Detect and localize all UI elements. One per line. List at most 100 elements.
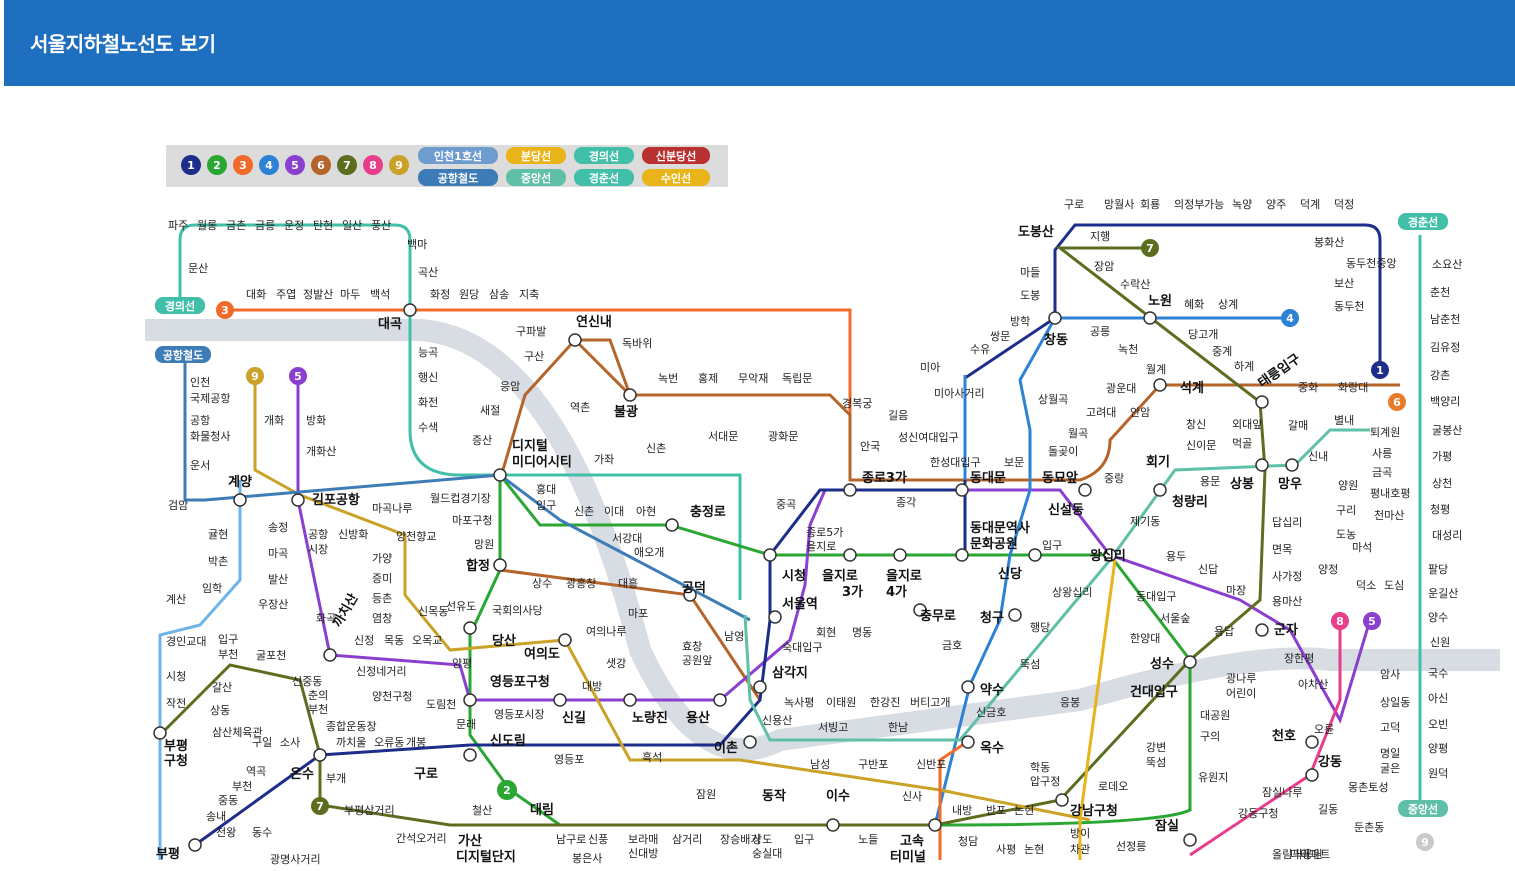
station-label: 몽촌토성	[1348, 781, 1388, 794]
station-label: 종로5가	[806, 526, 843, 539]
station-label: 남춘천	[1430, 312, 1460, 326]
station-label: 안암	[1130, 406, 1150, 419]
station-label: 수색	[418, 421, 438, 434]
station-label: 잠실나루	[1262, 786, 1302, 799]
station-label: 역촌	[570, 401, 590, 414]
station-label: 운서	[190, 459, 210, 472]
station-cheongnyangni: 청량리	[1172, 494, 1208, 510]
station-label: 사평	[996, 843, 1016, 856]
svg-text:경춘선: 경춘선	[1408, 215, 1438, 229]
station-oksu: 옥수	[980, 740, 1004, 756]
station-gasan: 가산	[458, 833, 482, 849]
station-seongsu: 성수	[1150, 657, 1174, 672]
svg-text:중앙선: 중앙선	[1408, 802, 1438, 816]
subway-map-svg[interactable]: 1 2 3 4 5 6 7 8 9 인천1호선 분당선 경의선 신분당선 공항철…	[0, 86, 1515, 871]
station-label: 춘천	[1430, 285, 1450, 299]
station-label: 신방화	[338, 528, 368, 541]
station-bupyeong-gu: 부평	[164, 738, 188, 754]
station-ddp: 동대문역사	[970, 520, 1030, 536]
station-label: 문산	[188, 262, 208, 275]
station-yongsan: 용산	[686, 710, 710, 726]
station-label: 방이	[1070, 827, 1090, 840]
svg-text:8: 8	[369, 159, 377, 172]
station-label: 홍제	[698, 371, 718, 385]
station-label: 지행	[1090, 230, 1110, 243]
station-label: 강변	[1146, 741, 1166, 754]
station-label: 동두천중앙	[1346, 256, 1397, 270]
station-yeongdeungpo-gu: 영등포구청	[490, 674, 550, 690]
line-1-south	[194, 488, 960, 847]
station-label: 삼산체육관	[212, 726, 263, 739]
station-label: 작전	[166, 697, 186, 710]
svg-text:2: 2	[503, 784, 511, 797]
subway-map[interactable]: 1 2 3 4 5 6 7 8 9 인천1호선 분당선 경의선 신분당선 공항철…	[0, 86, 1515, 871]
station-label: 일산	[342, 218, 362, 232]
station-changdong: 창동	[1044, 332, 1068, 348]
svg-text:4: 4	[1286, 312, 1294, 325]
station-label: 굴봉산	[1432, 424, 1462, 437]
station-seokgye: 석계	[1180, 381, 1204, 396]
station-yeonsinnae: 연신내	[576, 314, 612, 330]
station-label: 신대방	[628, 847, 658, 860]
station-label: 녹사평	[784, 696, 814, 709]
station-label: 신내	[1308, 450, 1328, 463]
station-label: 봉화산	[1314, 236, 1344, 249]
station-label: 등촌	[372, 592, 392, 605]
station-label: 답십리	[1272, 516, 1302, 529]
station-label: 탄현	[313, 219, 333, 232]
station-label: 논현	[1014, 804, 1034, 817]
station-label: 입구	[218, 633, 238, 646]
station-label: 어린이	[1226, 687, 1256, 700]
map-badges: 경의선 공항철도 경춘선 중앙선 3 9 5 7 4 1 6 8 5 2 7 9	[155, 213, 1448, 851]
station-label: 별내	[1334, 414, 1354, 427]
station-label: 명동	[852, 626, 872, 639]
station-label: 영등포	[554, 753, 584, 766]
station-label: 보문	[1004, 456, 1024, 469]
legend-airport: 공항철도	[418, 169, 498, 186]
station-label: 천마산	[1374, 508, 1404, 522]
badge-5: 5	[289, 367, 307, 385]
station-label: 박촌	[208, 555, 228, 568]
station-label: 동두천	[1334, 299, 1364, 313]
svg-text:중앙선: 중앙선	[521, 171, 551, 185]
station-label: 개화	[264, 414, 284, 427]
station-hoegi: 회기	[1146, 454, 1170, 470]
badge-7-north: 7	[1141, 239, 1159, 257]
station-label: 신사	[902, 790, 922, 803]
svg-text:3: 3	[239, 159, 247, 172]
station-label: 서빙고	[818, 721, 848, 734]
station-label: 신이문	[1186, 439, 1216, 452]
svg-text:경의선: 경의선	[165, 299, 195, 313]
subway-lines	[158, 223, 1422, 860]
svg-text:1: 1	[187, 159, 195, 172]
station-label: 마곡나루	[372, 502, 412, 515]
station-label: 강촌	[1430, 369, 1450, 382]
station-label: 서대문	[708, 430, 738, 443]
station-label: 양주	[1266, 198, 1286, 211]
station-express: 고속	[900, 834, 924, 849]
station-label: 정발산	[303, 288, 333, 301]
station-label: 응암	[500, 380, 520, 393]
svg-text:공항철도: 공항철도	[438, 171, 478, 185]
station-label: 신중동	[292, 675, 322, 688]
station-label: 용마산	[1272, 595, 1302, 608]
station-label: 상일동	[1380, 695, 1410, 709]
station-label: 사가정	[1272, 570, 1302, 583]
station-label: 구일	[252, 735, 272, 749]
station-label: 혜화	[1184, 298, 1204, 311]
badge-6: 6	[1388, 393, 1406, 411]
station-label: 발산	[268, 573, 288, 586]
station-label: 독립문	[782, 372, 812, 385]
station-label: 한남	[888, 721, 908, 734]
station-label: 춘의	[308, 689, 328, 702]
station-label: 화물청사	[190, 430, 230, 443]
station-label: 창신	[1186, 418, 1206, 431]
station-label: 다리	[1290, 848, 1310, 861]
station-label: 숙대입구	[782, 641, 822, 654]
station-label: 애오개	[634, 546, 664, 559]
station-label: 개봉	[406, 736, 426, 749]
station-label: 양평	[1428, 742, 1448, 755]
gyeongui-badge: 경의선	[155, 297, 205, 314]
station-label: 올림픽공원	[1272, 848, 1323, 861]
